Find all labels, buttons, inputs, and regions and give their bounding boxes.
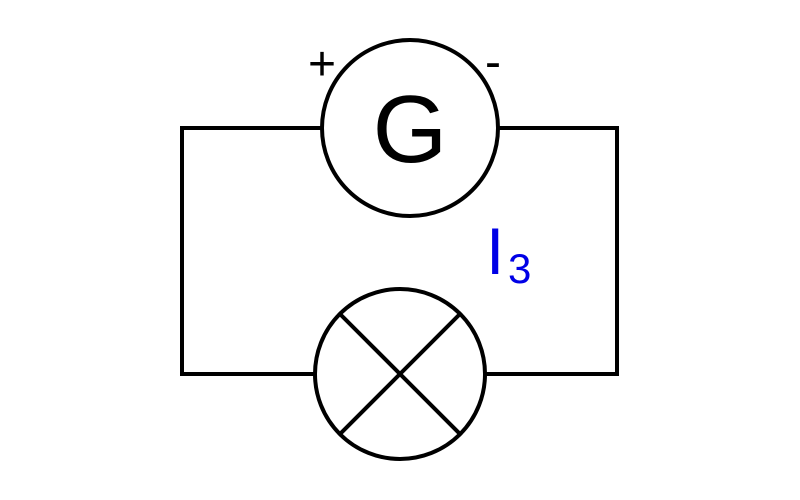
generator-letter: G <box>373 76 448 183</box>
current-label: I 3 <box>486 214 531 292</box>
lamp-icon <box>313 287 487 461</box>
generator-icon: G <box>320 38 500 218</box>
wires <box>180 126 619 376</box>
plus-terminal-label: + <box>308 38 336 91</box>
generator-circle <box>320 38 500 218</box>
current-subscript: 3 <box>508 245 531 292</box>
wire-left <box>180 126 324 376</box>
wire-right <box>482 126 619 376</box>
current-symbol: I <box>486 214 504 288</box>
minus-terminal-label: - <box>485 36 501 89</box>
lamp-cross-b <box>337 311 463 437</box>
